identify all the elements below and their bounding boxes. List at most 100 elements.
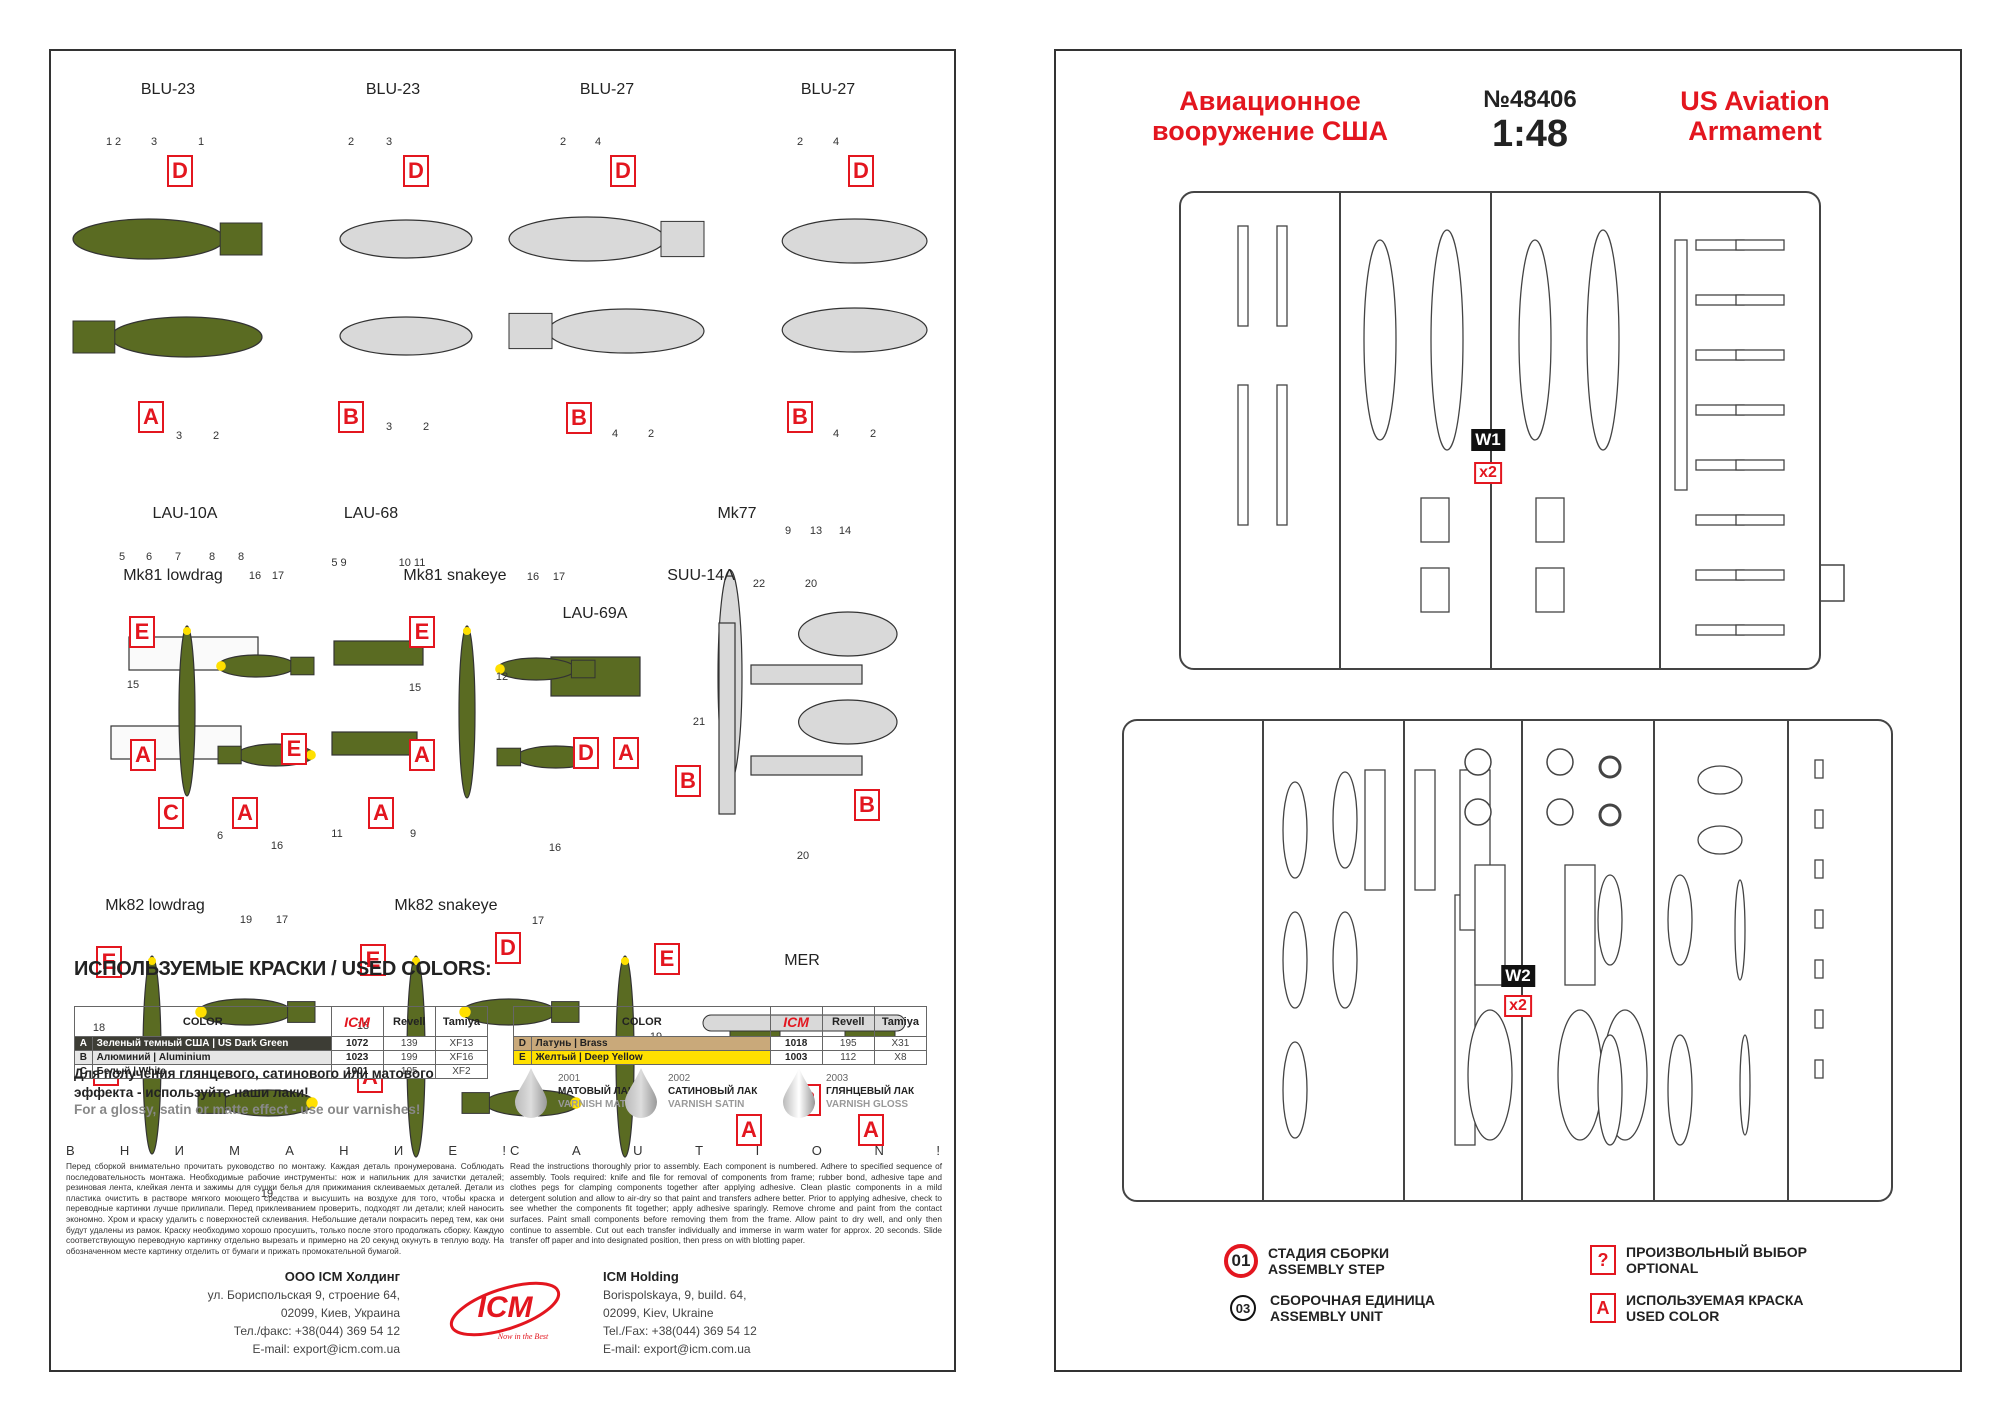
part-number: 2 [422,421,430,433]
caution-heading-letter: U [633,1143,643,1158]
used-color-icon: A [1590,1293,1616,1323]
part-number: 11 [331,828,343,840]
phone: Tel./Fax: +38(044) 369 54 12 [603,1324,757,1338]
part-number: 19 [239,914,253,926]
caution-heading-letter: Е [448,1143,458,1158]
varnish-name-en: VARNISH SATIN [668,1099,745,1110]
tamiya-code: X31 [873,1036,928,1051]
color-code: C [74,1064,93,1079]
part-number: 2 [559,136,567,148]
caution-heading-letter: ! [502,1143,506,1158]
svg-text:ICM: ICM [478,1291,534,1324]
part-number: 6 [145,551,153,563]
color-callout: B [338,401,364,433]
color-callout: D [495,932,521,964]
address-line: 02099, Киев, Украина [280,1306,400,1320]
kit-scale: 1:48 [1491,113,1569,155]
color-callout: D [610,155,636,187]
part-number: 19 [260,1188,274,1200]
svg-text:Now in the Best: Now in the Best [497,1332,549,1341]
color-callout: E [409,616,435,648]
part-number: 5 9 [331,557,347,569]
revell-code: 195 [821,1036,875,1051]
legend-label-en: OPTIONAL [1626,1260,1699,1276]
item-title: BLU-23 [365,81,421,98]
part-number: 3 [385,421,393,433]
column-header-icm: ICM [769,1006,823,1037]
color-code: A [74,1036,93,1051]
item-title: LAU-68 [343,505,399,522]
color-callout: D [573,737,599,769]
legend-label-ru: СТАДИЯ СБОРКИ [1268,1245,1390,1261]
color-name: Зеленый темный США | US Dark Green [91,1036,332,1051]
email-link[interactable]: E-mail: export@icm.com.ua [603,1342,751,1356]
part-number: 16 [548,842,562,854]
varnish-drop-icon [783,1068,815,1118]
legend-label-en: ASSEMBLY STEP [1268,1261,1385,1277]
tamiya-code: XF2 [434,1064,489,1079]
part-number: 22 [752,578,766,590]
part-number: 1 [197,136,205,148]
color-callout: A [368,797,394,829]
part-number: 2 [647,428,655,440]
part-number: 1 [105,136,113,148]
caution-heading-letter: В [66,1143,75,1158]
varnish-name-en: VARNISH GLOSS [826,1099,909,1110]
address-ru: ООО ICM Холдинг ул. Бориспольская 9, стр… [160,1268,400,1358]
color-callout: A [130,739,156,771]
item-title: SUU-14A [667,567,735,584]
caution-heading-letter: И [393,1143,404,1158]
color-callout: D [403,155,429,187]
varnish-code: 2003 [826,1073,849,1084]
caution-heading-letter: N [874,1143,884,1158]
icm-brand-logo: ICM [344,1013,370,1030]
item-title: Mk82 snakeye [394,897,498,914]
item-title: LAU-10A [152,505,218,522]
company-name-ru: ООО ICM Холдинг [284,1269,400,1284]
item-title: BLU-23 [140,81,196,98]
color-name: Латунь | Brass [530,1036,771,1051]
legend-label-en: ASSEMBLY UNIT [1270,1308,1383,1324]
kit-title-en-line2: Armament [1688,116,1822,146]
caution-heading-letter: C [510,1143,520,1158]
caution-text-ru: Перед сборкой внимательно прочитать руко… [66,1161,504,1256]
part-number: 8 [237,551,245,563]
color-callout: A [138,401,164,433]
part-number: 2 [796,136,804,148]
part-number: 9 [409,828,417,840]
part-number: 16 [526,571,540,583]
item-title: BLU-27 [800,81,856,98]
item-title: Mk81 lowdrag [123,567,223,584]
part-number: 4 [832,136,840,148]
part-number: 2 [869,428,877,440]
part-number: 2 [347,136,355,148]
optional-icon: ? [1590,1245,1616,1275]
varnish-promo-en: For a glossy, satin or matte effect - us… [74,1102,421,1117]
address-line: 02099, Kiev, Ukraine [603,1306,714,1320]
color-callout: E [281,733,307,765]
legend-label-ru: ИСПОЛЬЗУЕМАЯ КРАСКА [1626,1292,1804,1308]
kit-title-en-line1: US Aviation [1680,86,1830,116]
item-title: Mk77 [717,505,757,522]
column-header-icm: ICM [330,1006,384,1037]
part-number: 10 11 [398,557,426,569]
caution-text-en: Read the instructions thoroughly prior t… [510,1161,942,1246]
part-number: 14 [838,525,852,537]
color-callout: B [787,401,813,433]
color-callout: C [158,797,184,829]
legend-label-ru: СБОРОЧНАЯ ЕДИНИЦА [1270,1292,1435,1308]
color-callout: A [736,1114,762,1146]
email-link[interactable]: E-mail: export@icm.com.ua [252,1342,400,1356]
icm-brand-logo: ICM [783,1013,809,1030]
part-number: 8 [208,551,216,563]
